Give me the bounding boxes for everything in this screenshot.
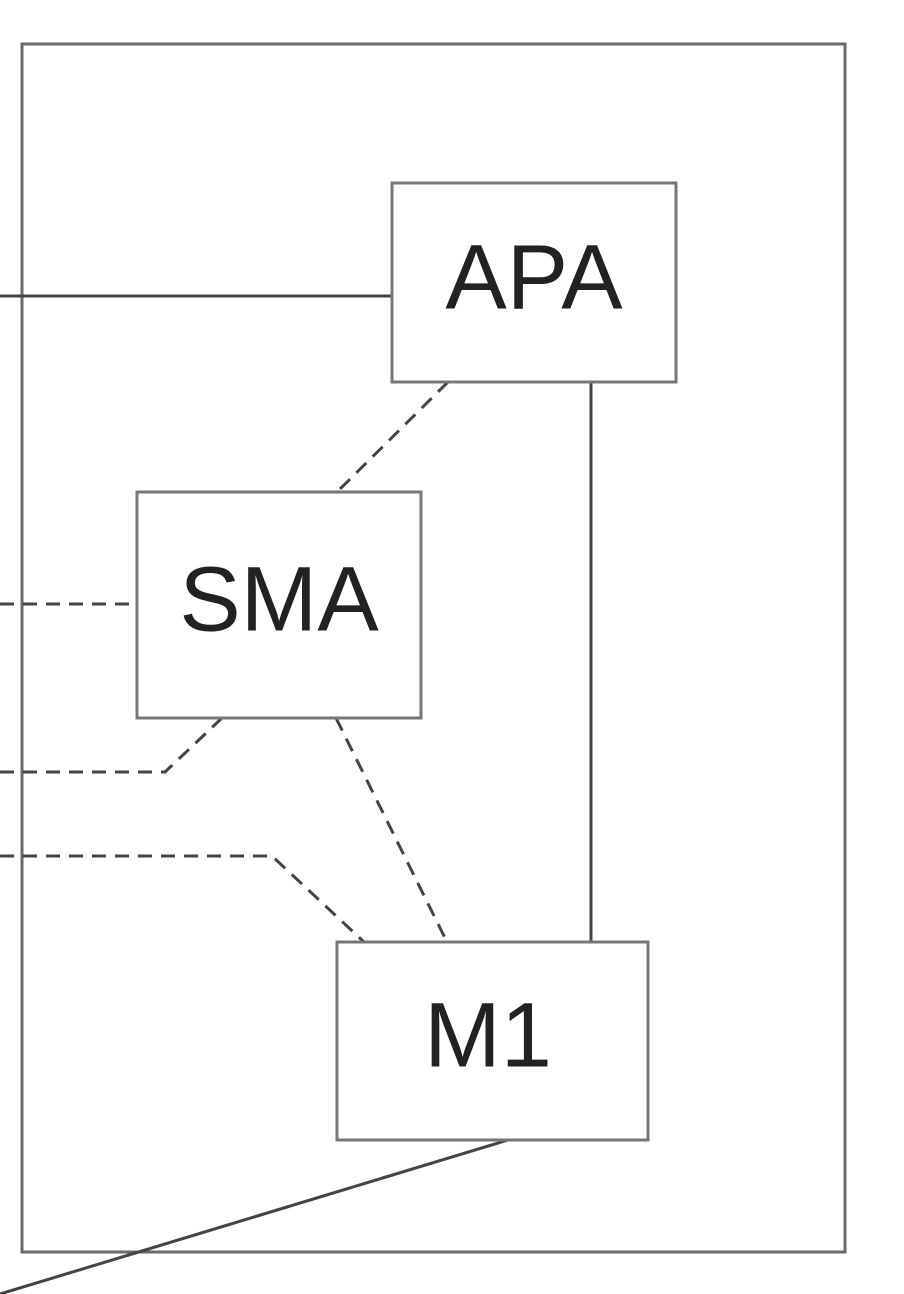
node-apa-box: [390, 181, 678, 384]
node-m1-label: M1: [424, 984, 552, 1086]
node-apa-label: APA: [445, 226, 623, 328]
node-sma[interactable]: SMA: [135, 490, 423, 720]
connection-apa-sma: [335, 380, 450, 494]
outer-frame: [20, 42, 847, 1254]
connection-m1-external: [0, 1138, 509, 1294]
node-sma-label: SMA: [179, 548, 379, 650]
connection-external-m1: [0, 854, 366, 944]
node-m1-box: [335, 940, 650, 1142]
node-sma-box: [135, 490, 423, 720]
node-apa[interactable]: APA: [390, 181, 678, 384]
connection-external-sma-lower: [0, 716, 224, 774]
connection-sma-m1: [334, 717, 449, 943]
node-m1[interactable]: M1: [335, 940, 650, 1142]
connections: [0, 294, 593, 1294]
